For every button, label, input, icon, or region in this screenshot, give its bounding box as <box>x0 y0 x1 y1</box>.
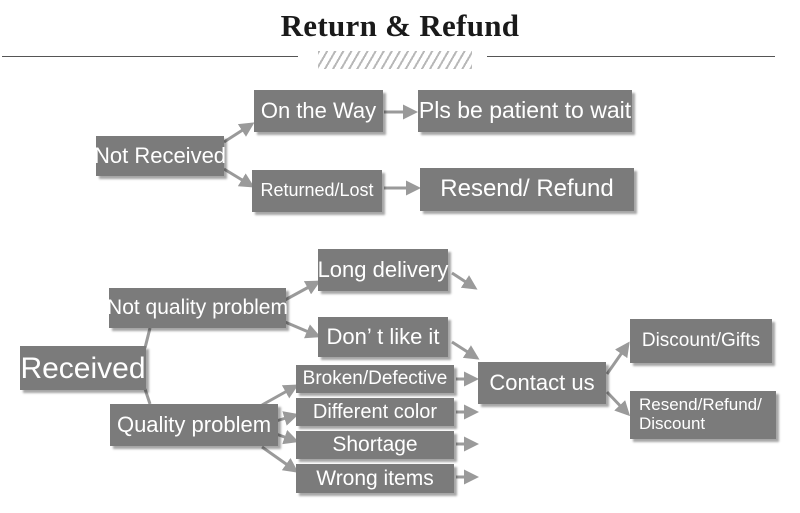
arrow-notreceived-returned <box>223 167 255 188</box>
node-resend-refund: Resend/ Refund <box>420 168 634 211</box>
link-received-notquality <box>143 327 152 349</box>
node-contact-us: Contact us <box>478 362 606 404</box>
arrow-contact-resend <box>605 390 631 417</box>
node-on-the-way: On the Way <box>254 90 383 132</box>
node-resend-refund-discount: Resend/Refund/ Discount <box>630 391 776 439</box>
arrow-notquality-dontlike <box>284 320 321 339</box>
title-rule-right <box>487 56 775 57</box>
node-not-received: Not Received <box>94 136 226 176</box>
node-discount-gifts: Discount/Gifts <box>630 319 772 363</box>
arrow-contact-discount <box>605 341 630 375</box>
node-be-patient: Pls be patient to wait <box>418 90 632 132</box>
page-title: Return & Refund <box>280 8 520 43</box>
node-different-color: Different color <box>296 398 454 426</box>
arrow-quality-color <box>275 411 299 426</box>
node-wrong-items: Wrong items <box>296 464 454 493</box>
node-dont-like-it: Don’ t like it <box>318 317 448 357</box>
node-received: Received <box>20 346 146 390</box>
arrow-dontlike-contact <box>451 340 480 360</box>
node-broken-defective: Broken/Defective <box>296 365 454 393</box>
title-hatch-decoration <box>318 51 472 69</box>
arrow-quality-broken <box>261 384 299 407</box>
arrow-quality-shortage <box>275 429 299 445</box>
node-shortage: Shortage <box>296 431 454 459</box>
arrow-notquality-long <box>284 280 321 302</box>
arrow-quality-wrong <box>261 445 299 473</box>
node-returned-lost: Returned/Lost <box>252 170 382 212</box>
arrow-long-out <box>451 271 478 290</box>
node-not-quality-problem: Not quality problem <box>107 288 288 328</box>
node-long-delivery: Long delivery <box>318 249 448 291</box>
title-rule-left <box>2 56 298 57</box>
arrow-notreceived-ontheway <box>223 122 255 144</box>
link-received-quality <box>143 388 152 405</box>
node-quality-problem: Quality problem <box>110 404 278 446</box>
